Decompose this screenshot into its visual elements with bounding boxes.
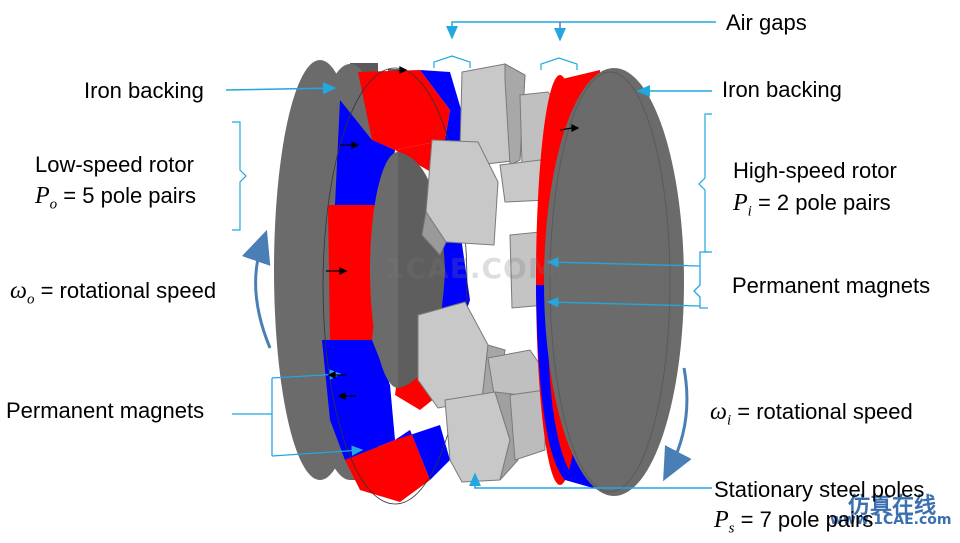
air-gaps-label: Air gaps: [726, 10, 807, 35]
watermark-corner-cn: 仿真在线: [848, 494, 937, 519]
omega-i-label: ωi = rotational speed: [710, 399, 913, 429]
air-gaps-leader: [433, 21, 716, 70]
magnet-direction-arrows: [326, 66, 580, 400]
watermark-center: 1CAE.COM: [385, 252, 557, 285]
stationary-poles-leader: [469, 472, 712, 489]
iron-backing-left-label: Iron backing: [84, 78, 204, 103]
high-speed-rotor: [536, 68, 684, 496]
diagram-artwork: [225, 21, 716, 505]
omega-i-arrow: [663, 367, 692, 482]
iron-backing-right-label: Iron backing: [722, 77, 842, 102]
high-speed-rotor-label: High-speed rotor: [733, 158, 897, 183]
stationary-poles-label: Stationary steel poles: [714, 477, 925, 502]
pm-right-leader: [546, 251, 708, 309]
high-speed-rotor-brace: [698, 113, 712, 253]
pm-right-label: Permanent magnets: [732, 273, 931, 298]
stationary-pole-pairs: Ps = 7 pole pairs: [714, 507, 874, 537]
pm-left-label: Permanent magnets: [6, 398, 205, 423]
watermark-corner-url: www.1CAE.com: [830, 512, 952, 528]
low-speed-rotor-label: Low-speed rotor: [35, 152, 194, 177]
high-speed-pole-pairs: Pi = 2 pole pairs: [733, 190, 891, 220]
diagram: 1CAE.COM 仿真在线 www.1CAE.com Air gaps Iron…: [6, 10, 952, 536]
iron-backing-left-leader: [225, 82, 337, 95]
low-speed-rotor-brace: [232, 121, 247, 231]
omega-o-label: ωo = rotational speed: [10, 278, 217, 308]
low-speed-pole-pairs: Po = 5 pole pairs: [35, 183, 196, 213]
omega-o-arrow: [241, 229, 272, 349]
